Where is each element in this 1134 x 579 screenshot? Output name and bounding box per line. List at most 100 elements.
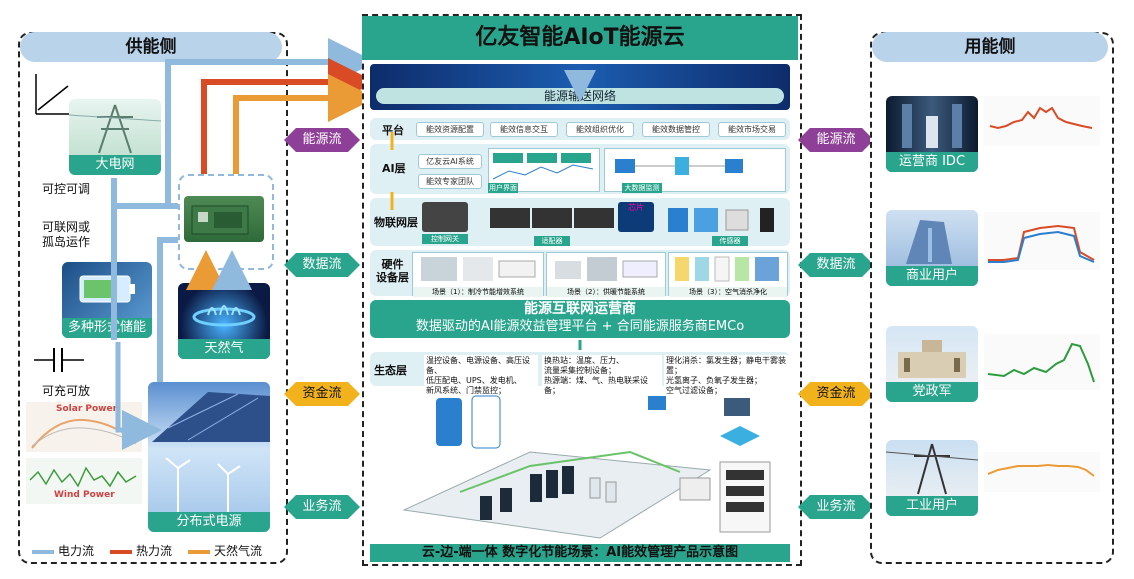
flow-right-business: 业务流	[798, 495, 874, 519]
user-industrial-tile: 工业用户	[886, 440, 978, 516]
flow-right-energy: 能源流	[798, 128, 874, 152]
hw-scene-3: 场景（3）：空气消杀净化	[668, 252, 788, 297]
ai-layer-label: AI层	[382, 162, 406, 175]
eco-col3-line1: 理化消杀：氯发生器；静电干雾装置；	[666, 356, 786, 375]
chiller-icon	[421, 257, 536, 281]
generator-image	[184, 196, 264, 242]
flow-left-business: 业务流	[284, 495, 360, 519]
iot-gateway-caption: 控制网关	[422, 234, 468, 244]
commercial-load-chart	[984, 212, 1100, 270]
iot-adapter-caption: 适配器	[534, 236, 570, 246]
user-government-label: 党政军	[886, 382, 978, 402]
gateway-device	[422, 202, 468, 232]
adapter-icon	[490, 208, 614, 228]
government-building-icon	[898, 340, 966, 378]
legend-power: 电力流	[32, 542, 94, 559]
datacenter-icon	[402, 395, 771, 539]
eco-col-2: 换热站：温度、压力、 流量采集控制设备； 热源端：煤、气、热电联采设备；	[542, 355, 662, 397]
center-footer: 云-边-端一体 数字化节能场景：AI能效管理产品示意图	[370, 544, 790, 562]
eco-col-1: 温控设备、电源设备、高压设备、 低压配电、UPS、发电机、 新风系统、门禁监控；	[424, 355, 538, 397]
grid-island-label: 可联网或 孤岛运作	[42, 220, 91, 249]
flow-right-business-label: 业务流	[816, 499, 856, 514]
distributed-source-tile: 分布式电源	[148, 382, 270, 532]
eco-col2-line1: 换热站：温度、压力、	[544, 356, 624, 365]
eco-layer-label: 生态层	[374, 364, 407, 377]
legend-heat-label: 热力流	[136, 544, 173, 558]
flow-right-data: 数据流	[798, 253, 874, 277]
government-load-chart	[984, 334, 1100, 390]
eco-col3-line3: 空气过滤设备；	[666, 386, 722, 395]
demand-side-header: 用能侧	[872, 32, 1108, 62]
eco-col3-line2: 光氢离子、负氧子发生器；	[666, 376, 762, 385]
eco-col1-line3: 新风系统、门禁监控；	[426, 386, 506, 395]
platform-item-1: 能效资源配置	[416, 122, 484, 137]
user-idc-label: 运营商 IDC	[886, 152, 978, 172]
transmission-tower-icon	[886, 443, 978, 495]
hw-scene-1: 场景（1）：制冷节能增效系统	[412, 252, 544, 297]
flow-left-capital: 资金流	[284, 382, 360, 406]
platform-layer-label: 平台	[382, 124, 404, 137]
gas-flame-icon	[192, 305, 256, 327]
eco-col-3: 理化消杀：氯发生器；静电干雾装置； 光氢离子、负氧子发生器； 空气过滤设备；	[664, 355, 790, 397]
distributed-source-label: 分布式电源	[148, 512, 270, 532]
flow-left-energy: 能源流	[284, 128, 360, 152]
user-industrial-label: 工业用户	[886, 496, 978, 516]
ai-caption-ui: 用户界面	[488, 183, 518, 193]
flow-left-data: 数据流	[284, 253, 360, 277]
iot-sensor-caption: 传感器	[712, 236, 748, 246]
operator-band	[370, 300, 790, 338]
hw-scene-1-caption: 场景（1）：制冷节能增效系统	[413, 287, 543, 297]
air-purifier-icon	[675, 256, 779, 282]
platform-item-2: 能效信息交互	[490, 122, 558, 137]
gas-tile: 天然气	[178, 283, 270, 359]
user-government-tile: 党政军	[886, 326, 978, 402]
datacenter-illustration	[380, 392, 784, 540]
hw-scene-3-caption: 场景（3）：空气消杀净化	[669, 287, 787, 297]
flow-right-capital-label: 资金流	[816, 386, 856, 401]
legend-power-swatch	[32, 549, 54, 554]
solar-power-title: Solar Power	[56, 404, 118, 414]
legend-power-label: 电力流	[58, 544, 95, 558]
hw-scene-2-caption: 场景（2）：供暖节能系统	[547, 287, 665, 297]
platform-item-3: 能效组织优化	[566, 122, 634, 137]
heating-icon	[555, 257, 658, 281]
server-room-icon	[902, 104, 962, 148]
flow-left-data-label: 数据流	[302, 257, 342, 272]
operator-title: 能源互联网运营商	[524, 301, 636, 317]
legend-gas: 天然气流	[188, 542, 262, 559]
flow-right-capital: 资金流	[798, 382, 874, 406]
adapter-devices	[488, 204, 616, 232]
chip-device: 芯片	[618, 202, 654, 232]
storage-tile: 多种形式储能	[62, 262, 152, 338]
power-tower-icon	[69, 104, 161, 154]
iot-layer-label: 物联网层	[374, 216, 418, 229]
gas-label: 天然气	[178, 339, 270, 359]
generator-icon	[191, 205, 249, 235]
hardware-layer-label: 硬件 设备层	[376, 258, 409, 284]
industrial-load-chart	[984, 452, 1100, 492]
supply-flow-arrows	[111, 38, 370, 450]
iot-chip-caption: 芯片	[628, 203, 644, 212]
legend-gas-label: 天然气流	[214, 544, 263, 558]
eco-col2-line3: 热源端：煤、气、热电联采设备；	[544, 376, 648, 395]
flow-left-energy-label: 能源流	[302, 132, 342, 147]
office-building-icon	[906, 220, 952, 264]
monitor-network-icon	[615, 157, 743, 175]
user-commercial-label: 商业用户	[886, 266, 978, 286]
battery-icon	[79, 275, 135, 303]
flow-right-data-label: 数据流	[816, 257, 856, 272]
page-title: 亿友智能AIoT能源云	[362, 16, 798, 60]
controllable-label: 可控可调	[42, 182, 91, 196]
ai-system-item: 亿友云AI系统	[418, 154, 482, 169]
flow-left-business-label: 业务流	[302, 499, 342, 514]
sensor-devices	[664, 204, 784, 234]
supply-side-header: 供能侧	[20, 32, 282, 62]
wind-power-title: Wind Power	[54, 490, 115, 500]
hw-scene-2: 场景（2）：供暖节能系统	[546, 252, 666, 297]
flow-left-capital-label: 资金流	[302, 386, 342, 401]
wind-turbine-icon	[165, 457, 241, 514]
eco-col1-line1: 温控设备、电源设备、高压设备、	[426, 356, 530, 375]
grid-label: 大电网	[69, 155, 161, 175]
eco-col1-line2: 低压配电、UPS、发电机、	[426, 376, 522, 385]
